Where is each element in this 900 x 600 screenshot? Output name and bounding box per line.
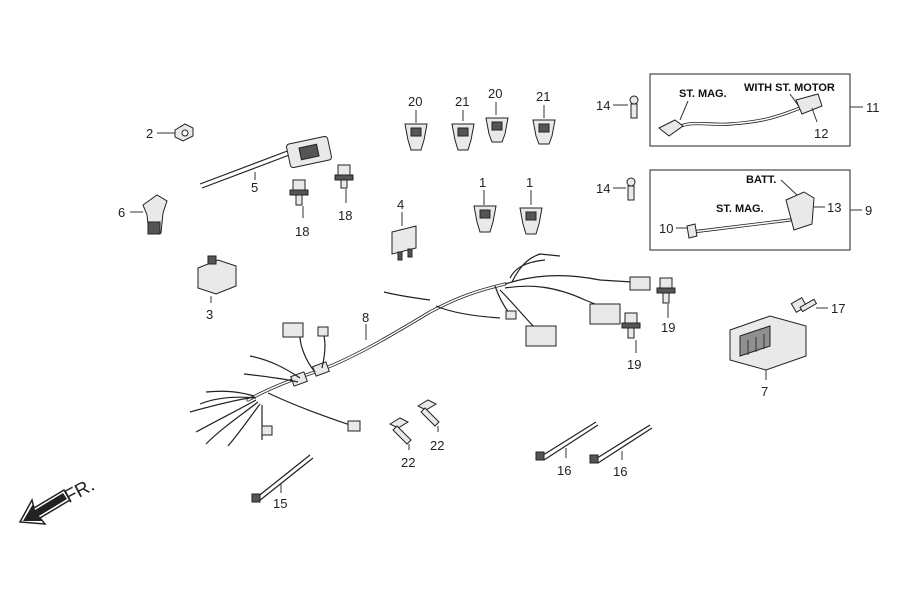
- callout-14b: 14: [596, 181, 610, 196]
- callout-17: 17: [831, 301, 845, 316]
- callout-9: 9: [865, 203, 872, 218]
- callout-11: 11: [866, 100, 880, 115]
- callout-18b: 18: [338, 208, 352, 223]
- callout-16b: 16: [613, 464, 627, 479]
- callout-20b: 20: [488, 86, 502, 101]
- part-14-bolt-a: 14: [596, 95, 639, 119]
- callout-21a: 21: [455, 94, 469, 109]
- st-mag-lower-label: ST. MAG.: [716, 203, 764, 215]
- part-16-tie-b: 16: [589, 424, 653, 479]
- part-3-relay: 3: [197, 255, 237, 322]
- batt-label: BATT.: [746, 174, 776, 186]
- callout-18a: 18: [295, 224, 309, 239]
- front-direction-arrow: FR.: [18, 475, 98, 525]
- callout-19a: 19: [661, 320, 675, 335]
- callout-22b: 22: [430, 438, 444, 453]
- part-4-fuse: 4: [391, 197, 417, 261]
- st-mag-label: ST. MAG.: [679, 88, 727, 100]
- callout-4: 4: [397, 197, 404, 212]
- part-22-bolt-b: 22: [416, 399, 444, 453]
- callout-5: 5: [251, 180, 258, 195]
- callout-1a: 1: [479, 175, 486, 190]
- part-8-wire-harness: 8: [189, 253, 651, 447]
- part-19-bolt-a: 19: [656, 277, 676, 335]
- starter-cable-box: ST. MAG. WITH ST. MOTOR 12 11: [649, 73, 880, 147]
- part-1-clip-b: 1: [519, 175, 543, 235]
- callout-8: 8: [362, 310, 369, 325]
- part-18-bolt-b: 18: [334, 164, 354, 223]
- callout-15: 15: [273, 496, 287, 511]
- part-15-band: 15: [251, 454, 314, 511]
- battery-cable-box: BATT. ST. MAG. 13 10 9: [649, 169, 872, 251]
- part-20-clip-a: 20: [404, 94, 428, 151]
- callout-10: 10: [659, 221, 673, 236]
- callout-6: 6: [118, 205, 125, 220]
- part-7-regulator: 7: [729, 315, 807, 399]
- callout-16a: 16: [557, 463, 571, 478]
- part-5-ignition-coil: 5: [199, 135, 332, 195]
- callout-12: 12: [814, 126, 828, 141]
- part-21-clip-a: 21: [451, 94, 475, 151]
- part-21-clip-b: 21: [532, 89, 556, 145]
- part-6-plug-cap: 6: [118, 194, 168, 235]
- callout-3: 3: [206, 307, 213, 322]
- part-20-clip-b: 20: [485, 86, 509, 143]
- part-18-bolt-a: 18: [289, 179, 309, 239]
- callout-13: 13: [827, 200, 841, 215]
- part-19-bolt-b: 19: [621, 312, 641, 372]
- callout-21b: 21: [536, 89, 550, 104]
- with-st-motor-label: WITH ST. MOTOR: [744, 82, 835, 94]
- part-17-bolt: 17: [790, 296, 845, 316]
- part-1-clip-a: 1: [473, 175, 497, 233]
- callout-14a: 14: [596, 98, 610, 113]
- part-16-tie-a: 16: [535, 421, 599, 478]
- part-14-bolt-b: 14: [596, 177, 636, 201]
- callout-19b: 19: [627, 357, 641, 372]
- callout-1b: 1: [526, 175, 533, 190]
- callout-7: 7: [761, 384, 768, 399]
- part-22-bolt-a: 22: [388, 417, 415, 470]
- callout-20a: 20: [408, 94, 422, 109]
- callout-22a: 22: [401, 455, 415, 470]
- callout-2: 2: [146, 126, 153, 141]
- part-2-clip: 2: [146, 123, 194, 142]
